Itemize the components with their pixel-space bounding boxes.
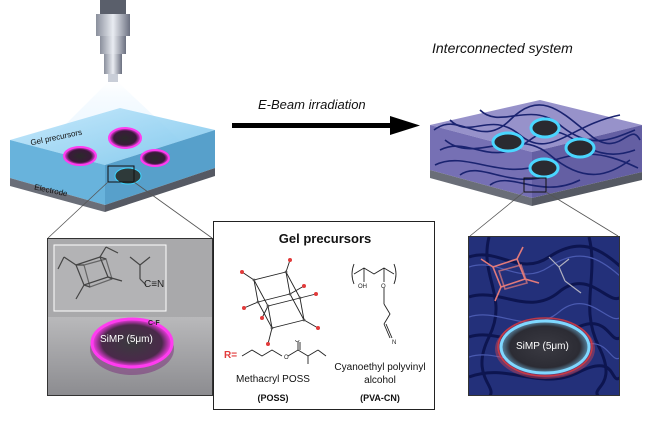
cf-label: C-F xyxy=(148,320,160,327)
methacryl-group: O O xyxy=(241,340,327,364)
zoom-region-marker-right xyxy=(523,177,547,193)
poss-cage-right xyxy=(480,246,540,302)
gel-slab xyxy=(10,108,215,212)
pva-abbr: (PVA-CN) xyxy=(360,393,400,403)
zoom-region-marker xyxy=(107,165,135,183)
simp-label-right: SiMP (5μm) xyxy=(516,341,569,352)
svg-text:O: O xyxy=(284,355,289,361)
cn-chain-right xyxy=(548,256,582,294)
pva-cn-structure xyxy=(351,263,397,339)
top-left-scene xyxy=(0,0,220,230)
nitrile-chain-icon xyxy=(129,256,151,286)
cn-label: C≡N xyxy=(144,279,165,290)
poss-abbr: (POSS) xyxy=(257,393,289,403)
interconnected-title: Interconnected system xyxy=(432,40,573,56)
gel-precursors-panel: Gel precursors R= O O xyxy=(213,221,435,410)
top-right-scene xyxy=(420,80,648,220)
r-group-label: R= xyxy=(224,350,238,361)
simp-particle-left xyxy=(90,317,174,369)
right-zoom-panel xyxy=(468,236,620,396)
process-arrow xyxy=(232,116,420,135)
pva-oh-label: OH xyxy=(358,284,367,290)
pva-o-label: O xyxy=(381,284,386,290)
poss-caption: Methacryl POSS xyxy=(236,374,310,385)
ebeam-nozzle xyxy=(96,0,130,82)
ebeam-arrow-label: E-Beam irradiation xyxy=(258,97,366,112)
simp-particle-right xyxy=(499,319,591,375)
poss-cage-icon xyxy=(57,246,123,300)
coated-particles xyxy=(491,117,596,179)
gel-precursors-title: Gel precursors xyxy=(278,231,372,246)
simp-label-left: SiMP (5μm) xyxy=(100,334,153,345)
left-zoom-panel xyxy=(47,238,213,396)
poss-structure xyxy=(240,258,320,346)
pva-n-label: N xyxy=(392,340,397,346)
svg-text:O: O xyxy=(295,340,300,344)
pva-caption-line1: Cyanoethyl polyvinyl xyxy=(334,362,426,373)
pva-caption-line2: alcohol xyxy=(364,375,396,386)
